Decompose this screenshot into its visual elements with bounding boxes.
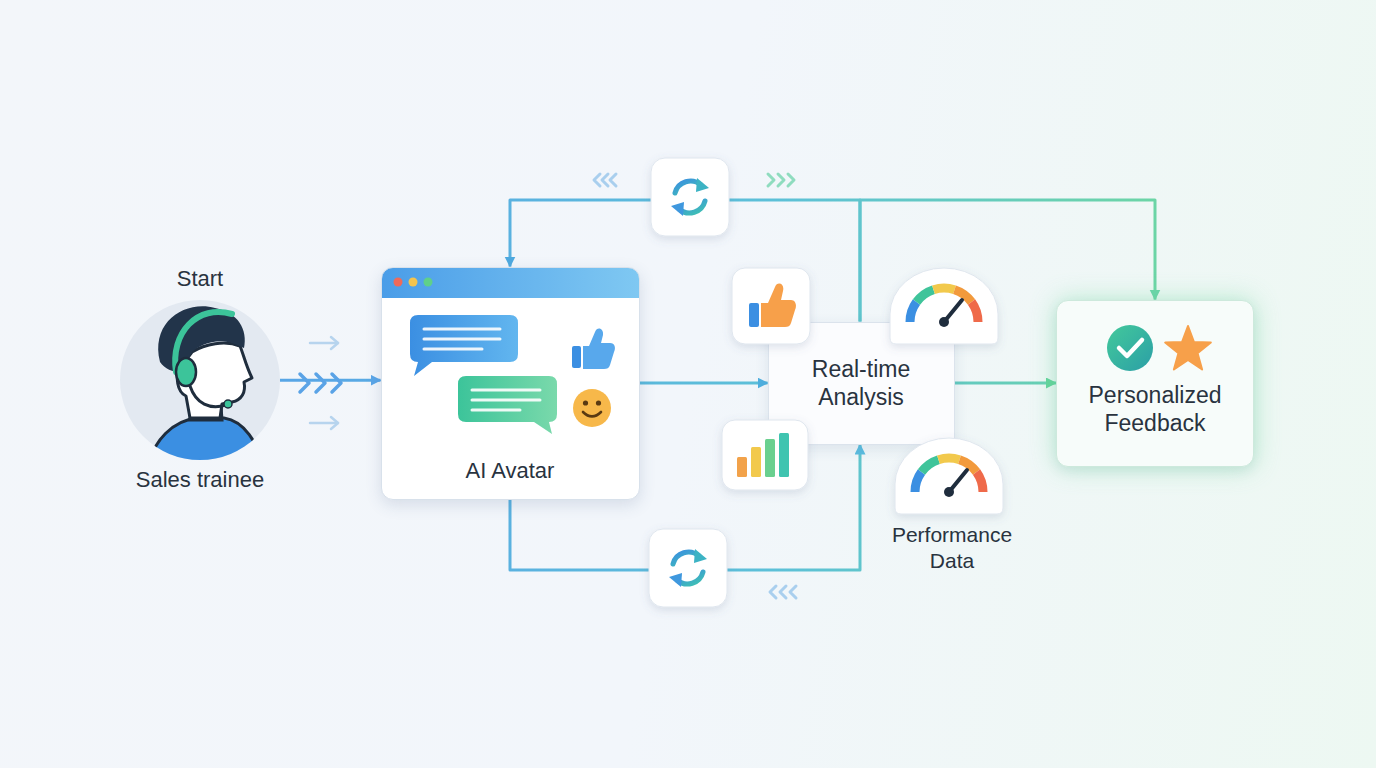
- node-label: Personalized Feedback: [1071, 381, 1239, 437]
- trainee-disc: [120, 300, 280, 460]
- sync-icon: [651, 158, 729, 236]
- flow-connector: [280, 379, 381, 382]
- trainee-figure: [148, 306, 264, 470]
- node-label: AI Avatar: [466, 458, 555, 485]
- gauge-icon: [895, 438, 1003, 514]
- sync-icon: [649, 529, 727, 607]
- gauge-icon: [890, 268, 998, 344]
- avatar-illustration: [394, 278, 615, 435]
- metric-label: Performance Data: [887, 522, 1017, 573]
- trainee-circle: StartSales trainee: [120, 266, 280, 494]
- feedback-box: Personalized Feedback: [1056, 300, 1254, 467]
- flow-chevrons: [300, 174, 796, 598]
- avatar-window: AI Avatar: [381, 267, 640, 500]
- node-label: Sales trainee: [136, 467, 264, 494]
- bar-chart-tile: [722, 420, 808, 490]
- flow-connector: [955, 382, 1057, 385]
- analysis-box: Real-time Analysis: [768, 322, 955, 445]
- label-holder: Performance Data: [877, 522, 1027, 573]
- node-label: Real-time Analysis: [791, 355, 931, 411]
- flow-connector: [640, 382, 768, 385]
- feedback-icons: [1107, 325, 1211, 371]
- thumbs-up-tile: [732, 268, 810, 344]
- node-label: Start: [177, 266, 223, 293]
